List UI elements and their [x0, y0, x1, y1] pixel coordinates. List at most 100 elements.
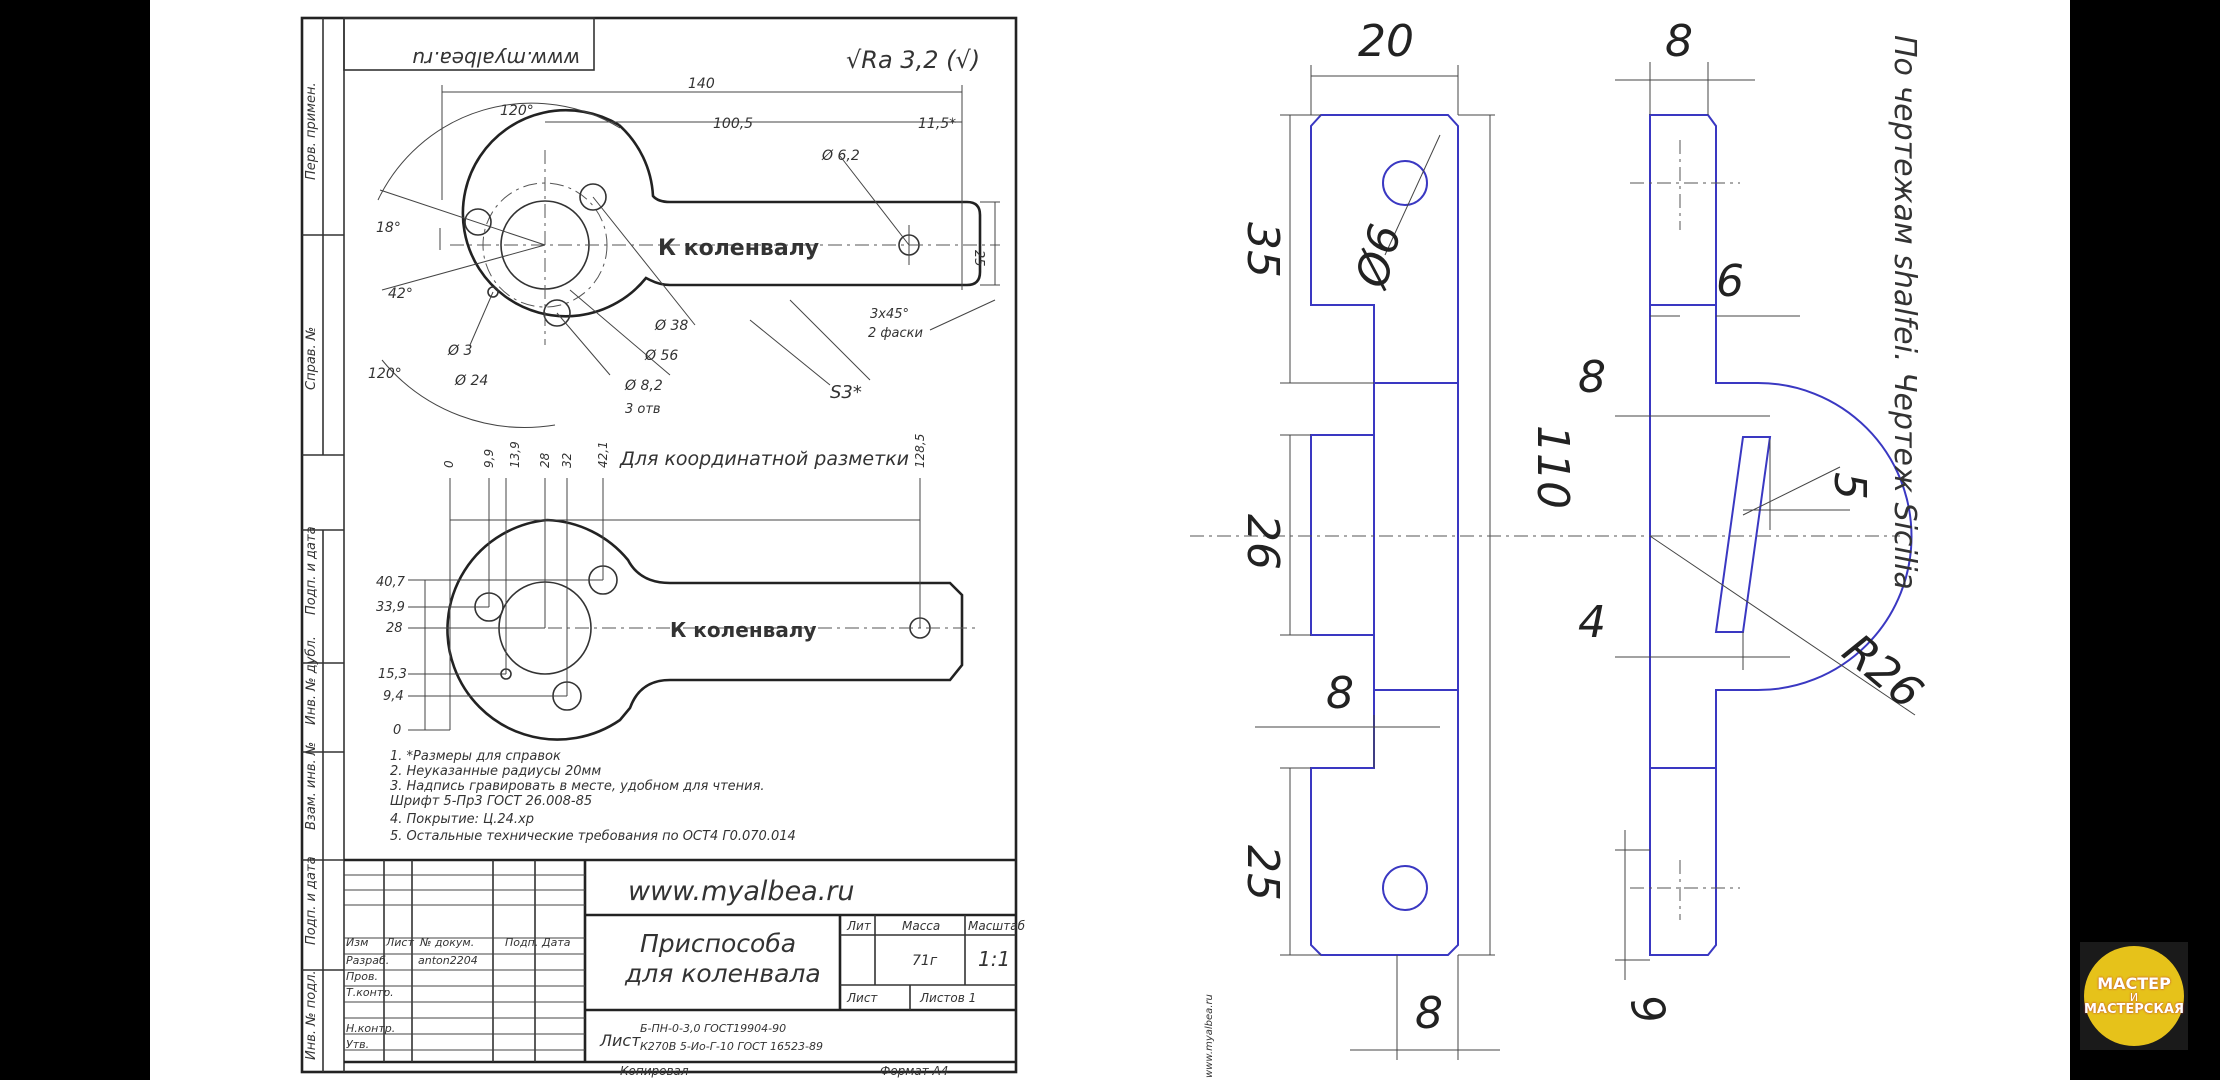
drawing-line [592, 196, 696, 326]
dim-25: 25 [1237, 845, 1288, 901]
angle-18: 18° [376, 220, 401, 236]
channel-logo: МАСТЕР И МАСТЕРСКАЯ [2080, 942, 2188, 1050]
drawing-line [1310, 434, 1375, 636]
y-tick: 40,7 [376, 575, 406, 590]
dim-d24: Ø 24 [454, 373, 488, 389]
angle-42: 42° [388, 286, 413, 302]
developer-name: anton2204 [418, 954, 478, 967]
y-tick: 9,4 [383, 689, 404, 704]
drawing-line [1382, 160, 1428, 206]
drawing-line [1384, 134, 1441, 256]
logo-line1: МАСТЕР [2097, 974, 2171, 993]
drawing-line [343, 17, 595, 71]
dim-9: 9 [1619, 990, 1676, 1030]
title-block [344, 858, 1016, 1064]
website-stamp-top: www.myalbea.ru [412, 47, 580, 71]
drawing-line [839, 155, 910, 246]
drawing-line [1714, 436, 1772, 633]
dim-8-top: 8 [1665, 16, 1693, 67]
dim-d8-2: Ø 8,2 [624, 378, 663, 394]
drawing-line [789, 299, 871, 381]
drawing-line [487, 286, 499, 298]
drawing-line [446, 518, 964, 741]
drawing-line [469, 291, 494, 346]
format-label: Формат А4 [880, 1064, 948, 1078]
drawing-line [381, 359, 556, 428]
y-tick: 0 [393, 723, 401, 738]
mass-value: 71г [912, 953, 938, 969]
dim-s3: S3* [830, 382, 862, 403]
x-tick: 32 [560, 453, 574, 468]
coord-view [408, 478, 980, 741]
drawing-canvas: Перв. примен. Справ. № Подп. и дата Инв.… [150, 0, 2070, 1080]
drawing-line [381, 244, 546, 291]
drawing-line [579, 183, 607, 211]
material-label: Лист [599, 1031, 641, 1050]
y-tick: 33,9 [376, 600, 405, 615]
dim-4: 4 [1578, 597, 1606, 648]
x-tick: 9,9 [482, 449, 496, 468]
drawing-line [1649, 114, 1913, 956]
drawing-line [556, 312, 611, 376]
x-tick: 42,1 [596, 441, 610, 468]
drawing-line [300, 16, 1018, 1074]
role-label: Утв. [346, 1038, 369, 1051]
dim-20: 20 [1358, 16, 1414, 67]
drawing-line [1382, 865, 1428, 911]
dim-25: 25 [971, 250, 986, 267]
x-tick: 128,5 [913, 434, 927, 468]
row-header: Дата [541, 936, 571, 949]
drawing-line [377, 102, 621, 201]
dim-110: 110 [1527, 425, 1578, 509]
side-label: Подп. и дата [304, 856, 319, 945]
dim-8-bottom: 8 [1415, 988, 1443, 1039]
note: 2. Неуказанные радиусы 20мм [390, 764, 601, 779]
col-scale: Масштаб [968, 919, 1026, 933]
part-name-line1: Приспособа [640, 929, 796, 958]
col-lit: Лит [846, 919, 872, 933]
dim-chamfer-count: 2 фаски [868, 326, 923, 341]
dim-hole-6: Ø6 [1346, 219, 1412, 295]
dim-d6-2: Ø 6,2 [821, 148, 860, 164]
copied-label: Копировал [620, 1064, 689, 1078]
logo-line3: МАСТЕРСКАЯ [2083, 1002, 2185, 1017]
dim-chamfer: 3x45° [870, 307, 909, 322]
side-labels: Перв. примен. Справ. № Подп. и дата Инв.… [304, 82, 319, 1060]
y-tick: 28 [386, 621, 403, 636]
row-header: № докум. [419, 936, 474, 949]
coord-engraving: К коленвалу [670, 618, 817, 642]
sheet-frame [300, 16, 1018, 1074]
note: Шрифт 5-Пр3 ГОСТ 26.008-85 [390, 794, 592, 809]
y-tick: 15,3 [378, 667, 407, 682]
sheet-label: Лист [846, 991, 878, 1005]
x-tick: 28 [538, 452, 552, 468]
dim-8-mid: 8 [1578, 352, 1606, 403]
drawing-line [1649, 535, 1916, 716]
title-website: www.myalbea.ru [628, 876, 855, 907]
top-view [377, 85, 1000, 428]
side-label: Инв. № дубл. [304, 636, 319, 725]
drawing-line [379, 189, 546, 246]
technical-drawing: Перв. примен. Справ. № Подп. и дата Инв.… [300, 16, 1932, 1078]
logo-line2: И [2129, 991, 2139, 1004]
logo-badge: МАСТЕР И МАСТЕРСКАЯ [2084, 946, 2184, 1046]
engraving-text: К коленвалу [658, 236, 819, 261]
side-view [1190, 62, 1916, 980]
dim-d38: Ø 38 [654, 318, 688, 334]
drawing-line [464, 208, 492, 236]
drawing-caption: По чертежам shalfei. Чертеж Sicilia [1887, 35, 1922, 590]
row-header: Подп. [505, 936, 538, 949]
dim-3-holes: 3 отв [625, 402, 661, 417]
dim-26: 26 [1237, 514, 1288, 570]
dim-d56: Ø 56 [644, 348, 678, 364]
note: 1. *Размеры для справок [390, 749, 561, 764]
angle-120b: 120° [368, 366, 402, 382]
side-label: Взам. инв. № [304, 742, 319, 830]
drawing-line [543, 299, 571, 327]
drawing-line [1742, 466, 1841, 516]
row-header: Лист [385, 936, 414, 949]
material-line2: К270В 5-Ио-Г-10 ГОСТ 16523-89 [640, 1040, 823, 1053]
row-header: Изм [346, 936, 368, 949]
side-label: Подп. и дата [304, 526, 319, 615]
role-label: Разраб. [346, 954, 389, 967]
